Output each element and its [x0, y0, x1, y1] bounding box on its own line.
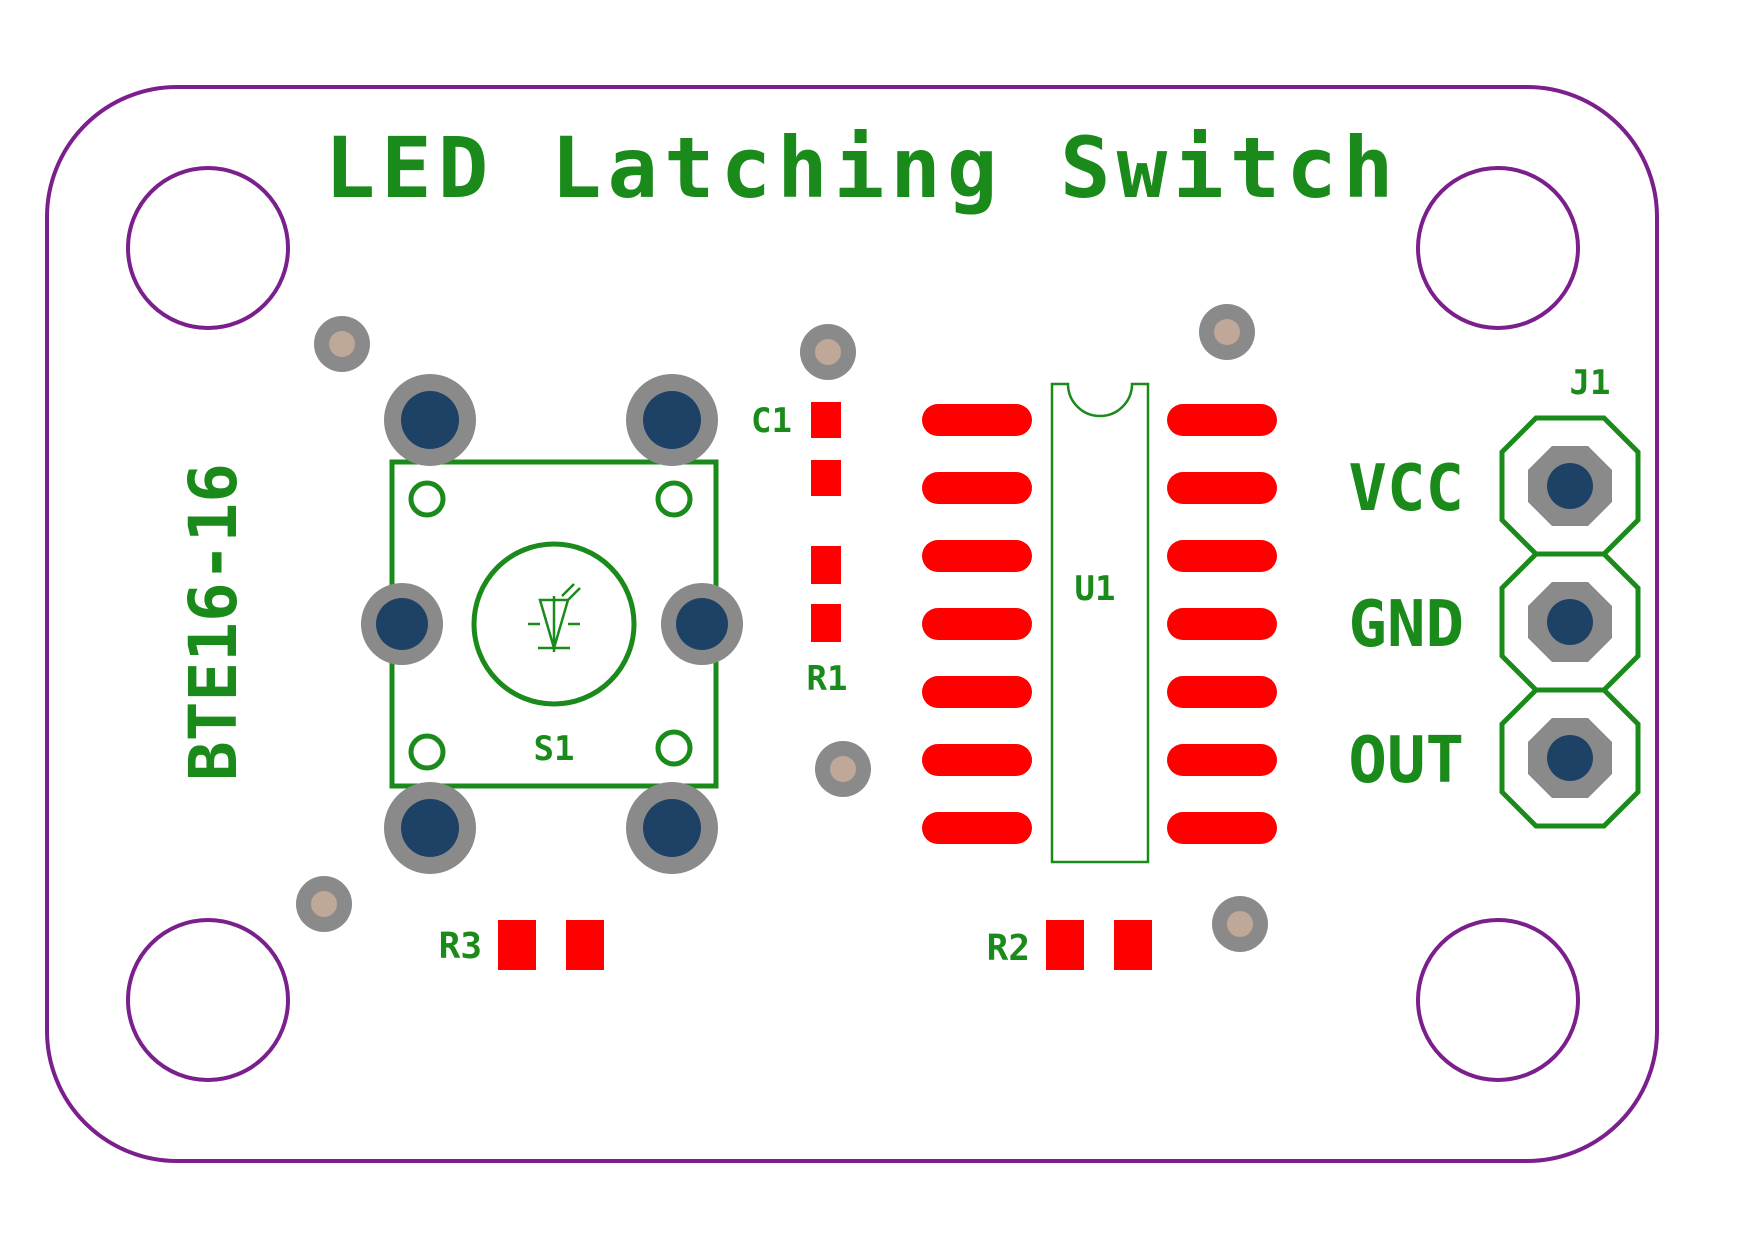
connector-pin-outline	[1499, 687, 1641, 829]
through-hole-pad	[1528, 718, 1612, 798]
through-hole-pad	[626, 374, 718, 466]
smd-pad	[811, 546, 841, 584]
connector-pin-label-vcc: VCC	[1348, 452, 1464, 526]
ic-designator: U1	[1075, 569, 1116, 609]
resistor-r1: R1	[807, 546, 848, 699]
smd-pad	[566, 920, 604, 970]
smd-pad	[498, 920, 536, 970]
ic-body-outline	[1050, 382, 1150, 864]
smd-pad	[922, 676, 1032, 708]
smd-pad	[922, 472, 1032, 504]
vias	[296, 304, 1268, 952]
through-hole-pad	[1528, 446, 1612, 526]
via	[296, 876, 352, 932]
through-hole-pad	[1528, 582, 1612, 662]
smd-pad	[922, 540, 1032, 572]
ic-left-pads	[922, 404, 1032, 844]
ic-u1: U1	[922, 382, 1277, 864]
led-symbol-icon	[528, 583, 581, 653]
switch-marker-circle	[655, 729, 693, 767]
resistor-r3-designator: R3	[439, 926, 482, 967]
through-hole-pad	[661, 583, 743, 665]
resistor-r2-designator: R2	[987, 928, 1030, 969]
mounting-hole-bottom-right	[1416, 918, 1580, 1082]
via	[314, 316, 370, 372]
switch-marker-circle	[408, 480, 446, 518]
smd-pad	[1167, 404, 1277, 436]
smd-pad	[1167, 676, 1277, 708]
switch-marker-circle	[655, 480, 693, 518]
board-part-number: BTE16-16	[175, 463, 252, 781]
board-title: LED Latching Switch	[325, 119, 1400, 217]
mounting-hole-top-right	[1416, 166, 1580, 330]
connector-pin-label-gnd: GND	[1348, 588, 1464, 662]
connector-j1: J1 VCC GND OUT	[1348, 363, 1641, 829]
via	[800, 324, 856, 380]
smd-pad	[1167, 608, 1277, 640]
board-outline	[45, 85, 1659, 1163]
smd-pad	[1167, 540, 1277, 572]
via	[1212, 896, 1268, 952]
via	[1199, 304, 1255, 360]
smd-pad	[1167, 812, 1277, 844]
via	[815, 741, 871, 797]
mounting-hole-top-left	[126, 166, 290, 330]
mounting-hole-bottom-left	[126, 918, 290, 1082]
resistor-r1-designator: R1	[807, 659, 848, 699]
smd-pad	[811, 402, 841, 438]
mounting-holes	[126, 166, 1580, 1082]
through-hole-pad	[384, 374, 476, 466]
switch-pads	[361, 374, 743, 874]
smd-pad	[1167, 472, 1277, 504]
ic-right-pads	[1167, 404, 1277, 844]
smd-pad	[1167, 744, 1277, 776]
through-hole-pad	[384, 782, 476, 874]
connector-pin-label-out: OUT	[1348, 724, 1464, 798]
switch-marker-circle	[408, 733, 446, 771]
smd-pad	[811, 604, 841, 642]
resistor-r2: R2	[987, 920, 1152, 970]
smd-pad	[1114, 920, 1152, 970]
smd-pad	[922, 608, 1032, 640]
through-hole-pad	[361, 583, 443, 665]
resistor-r3: R3	[439, 920, 604, 970]
connector-designator: J1	[1570, 363, 1611, 403]
smd-pad	[1046, 920, 1084, 970]
capacitor-c1: C1	[751, 401, 841, 496]
smd-pad	[922, 812, 1032, 844]
capacitor-designator: C1	[751, 401, 792, 441]
switch-cap-outline	[471, 541, 637, 707]
smd-pad	[811, 460, 841, 496]
through-hole-pad	[626, 782, 718, 874]
switch-designator: S1	[534, 729, 575, 769]
smd-pad	[922, 744, 1032, 776]
smd-pad	[922, 404, 1032, 436]
